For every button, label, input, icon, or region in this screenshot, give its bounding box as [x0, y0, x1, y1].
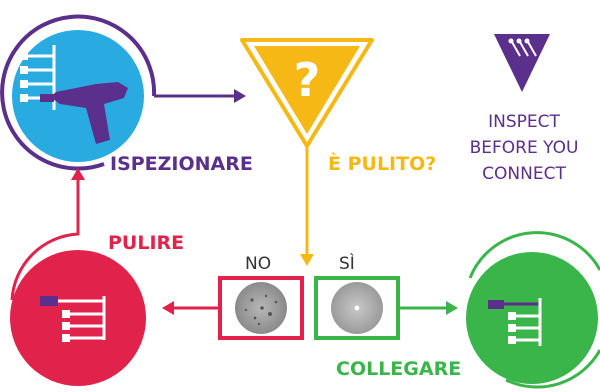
inspect-ring — [0, 14, 157, 171]
answer-no-image — [218, 276, 304, 340]
answer-no-label: NO — [245, 254, 272, 274]
inspection-probe-icon — [20, 45, 128, 144]
question-outline — [240, 38, 374, 148]
cleaning-tool-icon — [40, 296, 106, 342]
connector-cable-icon — [488, 298, 542, 346]
clean-node — [10, 168, 146, 386]
question-label: È PULITO? — [328, 153, 437, 175]
question-triangle-icon — [254, 46, 360, 134]
clean-label: PULIRE — [108, 232, 185, 254]
inspect-node — [0, 14, 246, 171]
connect-circle — [466, 252, 598, 384]
brand-line-2: BEFORE YOU — [469, 138, 579, 158]
clean-circle — [10, 250, 146, 386]
answer-yes-image — [314, 276, 400, 340]
question-mark: ? — [294, 53, 321, 107]
brand-line-1: INSPECT — [488, 112, 560, 132]
ibyc-logo-icon — [494, 34, 550, 92]
connect-node — [466, 231, 600, 389]
brand-line-3: CONNECT — [482, 164, 566, 184]
inspect-label: ISPEZIONARE — [110, 153, 253, 175]
question-node: ? — [240, 38, 374, 266]
answer-yes-label: SÌ — [339, 254, 355, 274]
connect-label: COLLEGARE — [336, 358, 462, 380]
